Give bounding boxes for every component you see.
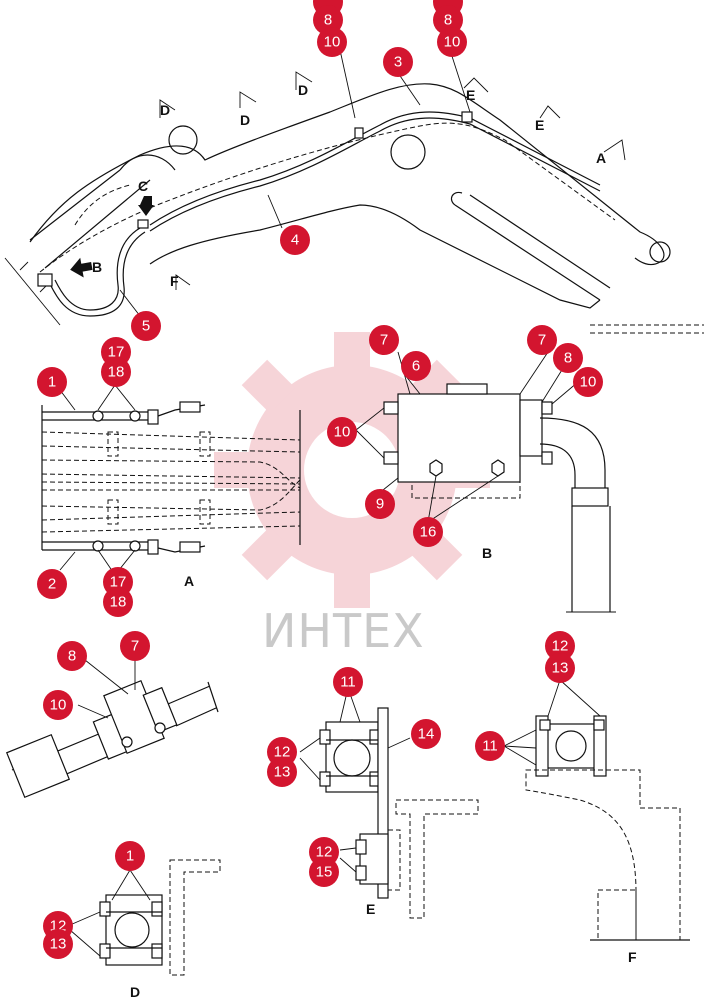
svg-text:18: 18 [108,364,125,381]
svg-text:9: 9 [376,496,384,513]
callout-top-5: 5 [131,311,161,341]
svg-text:12: 12 [274,744,291,761]
view-a: A [41,384,301,589]
view-label-e1: E [466,87,475,103]
svg-text:17: 17 [110,574,127,591]
svg-text:2: 2 [48,576,56,593]
view-label-c: C [138,178,148,194]
svg-text:17: 17 [108,344,125,361]
callout-b-10a: 10 [327,417,357,447]
callout-b-8: 8 [553,343,583,373]
svg-text:13: 13 [274,764,291,781]
svg-text:8: 8 [444,12,452,29]
svg-text:18: 18 [110,594,127,611]
svg-text:4: 4 [291,232,299,249]
callout-f-12: 12 [545,631,575,661]
view-label-d3: D [298,82,308,98]
view-label-e2: E [535,117,544,133]
boom-overview: D D D E E A C B F [4,49,704,334]
svg-text:10: 10 [324,34,341,51]
svg-text:6: 6 [412,358,420,375]
callout-a-1: 1 [37,367,67,397]
svg-text:13: 13 [552,660,569,677]
view-e: E [299,687,479,919]
view-label-b: B [92,259,102,275]
view-c [5,648,219,799]
callouts: 8 10 8 10 3 4 5 17 1 18 2 17 18 7 6 7 8 … [37,0,603,959]
view-f: F [503,679,690,965]
view-b-label: B [482,545,492,561]
view-a-label: A [184,573,194,589]
svg-text:8: 8 [68,648,76,665]
svg-text:7: 7 [538,332,546,349]
svg-text:1: 1 [48,374,56,391]
callout-c-8: 8 [57,641,87,671]
svg-text:7: 7 [131,638,139,655]
callout-b-6: 6 [401,351,431,381]
view-e-label: E [366,901,375,917]
callout-f-11: 11 [475,731,505,761]
arrow-c-icon [138,196,154,216]
view-d: D [69,859,221,1000]
view-b: B [355,351,616,613]
svg-text:10: 10 [50,697,67,714]
svg-text:3: 3 [394,54,402,71]
callout-a-18: 18 [101,357,131,387]
svg-text:7: 7 [380,332,388,349]
svg-text:15: 15 [316,864,333,881]
callout-b-7a: 7 [369,325,399,355]
svg-text:12: 12 [316,844,333,861]
svg-text:5: 5 [142,318,150,335]
svg-text:14: 14 [418,726,435,743]
callout-d-13: 13 [43,929,73,959]
callout-b-7b: 7 [527,325,557,355]
callout-top-4: 4 [280,225,310,255]
svg-text:10: 10 [580,374,597,391]
callout-e-13a: 13 [267,757,297,787]
callout-top-3: 3 [383,47,413,77]
view-label-d1: D [160,102,170,118]
callout-f-13: 13 [545,653,575,683]
callout-a-18b: 18 [103,587,133,617]
callout-c-7: 7 [120,631,150,661]
callout-b-10b: 10 [573,367,603,397]
view-label-a: A [596,150,606,166]
arrow-b-icon [70,257,93,278]
svg-text:10: 10 [444,34,461,51]
svg-text:11: 11 [482,738,498,755]
callout-top-10b: 10 [437,27,467,57]
view-label-d2: D [240,112,250,128]
watermark-text: ИНТЕХ [262,604,425,658]
svg-text:8: 8 [564,350,572,367]
view-label-f: F [170,273,179,289]
callout-e-11: 11 [333,667,363,697]
callout-top-10a: 10 [317,27,347,57]
svg-text:8: 8 [324,12,332,29]
svg-text:16: 16 [420,524,437,541]
callout-a-2: 2 [37,569,67,599]
callout-b-16: 16 [413,517,443,547]
svg-text:11: 11 [340,674,356,691]
view-f-label: F [628,949,637,965]
callout-e-14: 14 [411,719,441,749]
callout-e-15: 15 [309,857,339,887]
callout-d-1: 1 [115,841,145,871]
svg-text:12: 12 [552,638,569,655]
view-d-label: D [130,984,140,1000]
svg-text:13: 13 [50,936,67,953]
callout-c-10: 10 [43,690,73,720]
svg-text:1: 1 [126,848,134,865]
callout-b-9: 9 [365,489,395,519]
svg-text:10: 10 [334,424,351,441]
